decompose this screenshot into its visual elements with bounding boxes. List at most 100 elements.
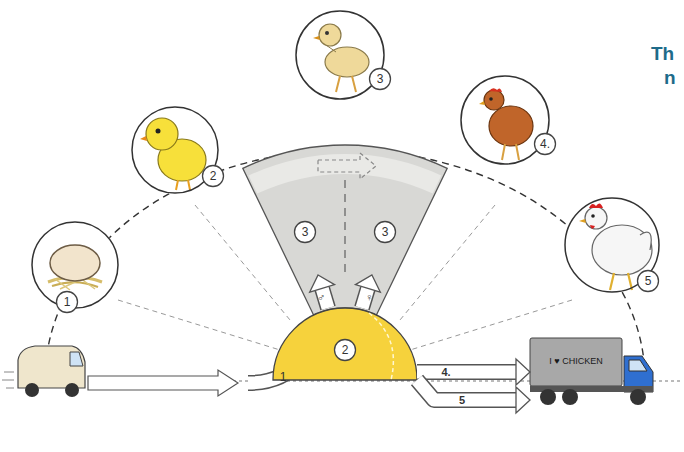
young-chicken-illustration (313, 36, 320, 40)
arrow-body (417, 366, 517, 379)
badge-circle (203, 166, 224, 187)
truck-lettering: I ♥ CHICKEN (549, 357, 602, 366)
egg-illustration (50, 245, 100, 281)
truck-cargo (530, 338, 622, 386)
arrow-label: 5 (459, 395, 465, 406)
chicken-illustration (585, 207, 607, 229)
chicken-illustration (640, 232, 651, 250)
stage-circle: 5 (564, 197, 660, 293)
sorting-sector (243, 145, 447, 315)
title-fragment: n (664, 68, 676, 87)
hen-illustration (479, 88, 533, 160)
egg-van (25, 383, 39, 397)
callout-number: 4. (540, 138, 550, 150)
badge-circle (370, 69, 391, 90)
callout-number: 1 (280, 371, 287, 383)
callout-number: 3 (302, 226, 309, 238)
callout-number: 2 (342, 344, 349, 356)
badge-circle (57, 292, 78, 313)
stage-area: 2 (273, 308, 417, 380)
hen-illustration (479, 101, 485, 105)
truck-wheel (630, 389, 646, 405)
hen-illustration (502, 144, 519, 160)
truck-wheel (562, 389, 578, 405)
flow-arrow (417, 380, 530, 413)
egg-van (2, 372, 14, 388)
egg-van (18, 346, 85, 388)
picture-background (31, 10, 660, 309)
badge-circle (335, 340, 356, 361)
truck-wheel (540, 389, 556, 405)
arrow-outline (417, 380, 517, 400)
flow-arrow (88, 370, 238, 396)
young-chicken-illustration (319, 24, 341, 46)
callout-number: 1 (64, 296, 71, 308)
node-outline (460, 75, 550, 165)
chick-illustration (156, 129, 161, 134)
chicken-illustration (590, 225, 595, 229)
chicken-illustration (579, 219, 586, 223)
chick-illustration (140, 136, 147, 141)
young-chicken-illustration (325, 31, 329, 35)
hen-illustration (484, 90, 504, 110)
chick-illustration (140, 118, 206, 190)
badge-circle (375, 222, 396, 243)
young-chicken-illustration (336, 76, 356, 92)
arrow-label: 4. (441, 367, 450, 378)
callout-number: 3 (382, 226, 389, 238)
flow-arrow (417, 359, 530, 385)
chick-illustration (176, 180, 190, 190)
egg-van (2, 346, 85, 397)
node-outline (31, 221, 119, 309)
young-chicken-illustration (313, 24, 369, 92)
node-outline (530, 330, 655, 410)
dashed-arrow (318, 153, 376, 179)
stage-circle: 4. (460, 75, 550, 165)
young-chicken-illustration (326, 45, 336, 52)
arrow-outline (417, 364, 517, 380)
hen-illustration (489, 88, 502, 92)
truck-window (629, 360, 647, 371)
arrow-label: ♂ (317, 292, 325, 303)
stage-circle: 2 (131, 106, 219, 194)
arrow-label: ♀ (365, 292, 373, 303)
truck-box: I ♥ CHICKEN (530, 330, 655, 410)
chicken-truck (530, 338, 653, 405)
egg-van (70, 352, 83, 366)
stage-circle: 1 (31, 221, 119, 309)
node-outline (295, 10, 385, 100)
hen-illustration (489, 106, 533, 146)
badge-circle (535, 134, 556, 155)
egg-van (65, 383, 79, 397)
arrow-body (417, 380, 517, 400)
badge-circle (638, 271, 659, 292)
arrow-head (355, 275, 380, 292)
chicken-illustration (592, 225, 652, 275)
chick-illustration (146, 118, 178, 150)
arrow-head (310, 275, 335, 292)
dashed-divider (344, 180, 346, 272)
picture-circle (565, 198, 659, 292)
egg-illustration (48, 245, 102, 290)
chicken-illustration (591, 214, 595, 218)
stage-circle: 3 (295, 10, 385, 100)
hen-illustration (489, 97, 493, 101)
chicken-illustration (589, 203, 603, 208)
node-outline (131, 106, 219, 194)
flow-arrow (310, 275, 335, 308)
picture-background (460, 75, 550, 165)
callout-number: 2 (210, 170, 217, 182)
callout-number: 5 (645, 275, 652, 287)
chicken-illustration (610, 273, 632, 290)
picture-circle (296, 11, 384, 99)
hatchery-half-disc (273, 308, 417, 380)
callout-number: 3 (377, 73, 384, 85)
young-chicken-illustration (325, 47, 369, 77)
arrow-head (516, 359, 530, 385)
picture-background (295, 10, 385, 100)
flow-arrow (355, 275, 380, 308)
hatchery-curve (369, 313, 393, 380)
radial-guide (118, 300, 280, 350)
picture-background (564, 197, 660, 293)
